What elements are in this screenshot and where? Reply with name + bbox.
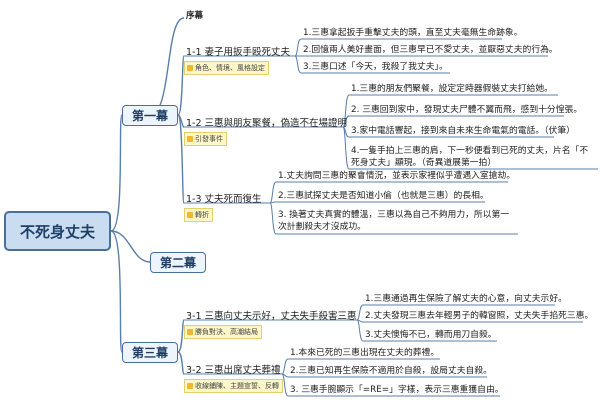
link-root-act2 <box>110 230 151 263</box>
scene-1-2-item-4[interactable]: 4.一隻手拍上三惠的肩，下一秒便看到已死的丈夫，片名「不死身丈夫」顯現。（奇異道… <box>351 146 589 168</box>
root-topic[interactable]: 不死身丈夫 <box>4 211 111 251</box>
scene-3-2-title[interactable]: 3-2 三惠出席丈夫葬禮 <box>186 365 281 376</box>
scene-1-1-item-1[interactable]: 1.三惠拿起扳手重擊丈夫的頭，直至丈夫毫無生命跡象。 <box>303 28 523 38</box>
scene-1-2-item-3[interactable]: 3.家中電話響起，接到來自未來生命電氣的電話。（伏筆） <box>351 126 575 136</box>
scene-1-3-title[interactable]: 1-3 丈夫死而復生 <box>186 194 262 205</box>
scene-1-1-title[interactable]: 1-1 妻子用扳手殴死丈夫 <box>186 47 291 58</box>
scene-3-1-title[interactable]: 3-1 三惠向丈夫示好，丈夫失手殺害三惠 <box>186 311 357 322</box>
link-act3-s31 <box>177 319 185 353</box>
scene-1-3-item-2[interactable]: 2.三惠試探丈夫是否知道小偷（也就是三惠）的長相。 <box>278 191 489 201</box>
scene-1-2-title[interactable]: 1-2 三惠與朋友聚餐，偽造不在場證明 <box>186 118 348 129</box>
scene-3-2-item-3[interactable]: 3. 三惠手腕顯示「=RE=」字樣，表示三惠重獲自由。 <box>290 385 504 395</box>
scene-1-3-tag: 轉折 <box>184 208 213 222</box>
note-icon <box>187 212 193 218</box>
act-2-node[interactable]: 第二幕 <box>150 252 206 273</box>
link-act1-s13 <box>177 114 185 204</box>
scene-1-3-item-1[interactable]: 1.丈夫詢問三惠的聚會情況，並表示家裡似乎遭遇入室搶劫。 <box>278 171 516 181</box>
scene-3-1-tag: 勝負對決、高潮結局 <box>184 325 262 339</box>
link-act1-curtain <box>149 17 185 116</box>
scene-1-1-tag: 角色、情境、風格設定 <box>184 61 269 75</box>
scene-1-2-tag: 引發事件 <box>184 132 227 146</box>
scene-1-3-item-3[interactable]: 3. 換著丈夫真實的體溫，三惠以為自己不夠用力，所以第一次計劃殺夫才沒成功。 <box>278 210 510 232</box>
note-icon <box>187 383 193 389</box>
act-1-node[interactable]: 第一幕 <box>122 105 178 126</box>
scene-1-2-item-1[interactable]: 1.三惠的朋友們聚餐，設定定時器假裝丈夫打給她。 <box>351 84 553 94</box>
scene-3-2-item-1[interactable]: 1.本來已死的三惠出現在丈夫的葬禮。 <box>290 348 440 358</box>
scene-3-1-item-1[interactable]: 1.三惠通過再生保險了解丈夫的心意，向丈夫示好。 <box>365 294 567 304</box>
curtain-node[interactable]: 序幕 <box>186 11 204 21</box>
note-icon <box>187 329 193 335</box>
act-3-node[interactable]: 第三幕 <box>122 342 178 363</box>
link-root-act3 <box>110 230 123 353</box>
scene-3-2-item-2[interactable]: 2.三惠已知再生保險不適用於自殺，設局丈夫自殺。 <box>290 366 492 376</box>
scene-1-1-item-2[interactable]: 2.回憶兩人美好畫面，但三惠早已不愛丈夫，並厭惡丈夫的行為。 <box>303 45 558 55</box>
scene-3-1-item-2[interactable]: 2.丈夫發現三惠去年輕男子的韓窗照，丈夫失手掐死三惠。 <box>365 311 594 321</box>
scene-1-1-item-3[interactable]: 3.三惠口述「今天，我殺了我丈夫」。 <box>303 62 448 72</box>
scene-3-2-tag: 收線鋪陳、主題宣誓、反轉 <box>184 379 283 393</box>
link-act1-s11 <box>177 55 185 116</box>
note-icon <box>187 65 193 71</box>
note-icon <box>187 136 193 142</box>
scene-1-2-item-2[interactable]: 2. 三惠回到家中，發現丈夫尸體不翼而飛，感到十分惶張。 <box>351 105 583 115</box>
scene-3-1-item-3[interactable]: 3.丈夫懊悔不已，轉而用刀自殺。 <box>365 330 497 340</box>
link-act3-s32 <box>177 351 185 375</box>
link-root-act1 <box>110 114 123 232</box>
